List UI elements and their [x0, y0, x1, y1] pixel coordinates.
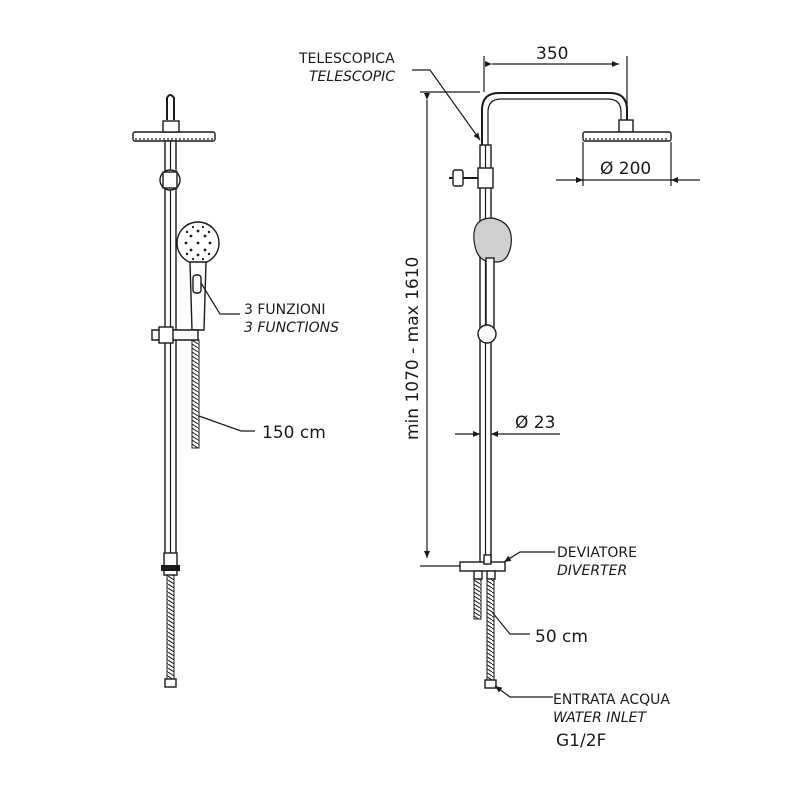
- side-diverter-knob: [483, 554, 492, 565]
- front-function-button: [192, 274, 202, 294]
- width-label: 350: [536, 44, 568, 64]
- front-hand-shower-handle: [189, 261, 207, 331]
- side-view: [449, 92, 672, 689]
- inlet-hose-leader: [491, 611, 530, 635]
- telescopic-label-en: TELESCOPIC: [309, 69, 395, 85]
- diverter-label-en: DIVERTER: [557, 563, 627, 579]
- side-inlet-hose: [486, 578, 495, 681]
- front-hand-hose: [191, 339, 200, 449]
- bar-diameter-label: Ø 23: [515, 413, 555, 433]
- inlet-hose-length-label: 50 cm: [535, 627, 588, 647]
- side-telescopic-knob: [452, 169, 464, 187]
- side-diverter-body: [459, 561, 506, 572]
- front-top-arm: [166, 94, 175, 120]
- side-telescopic-collar: [477, 167, 494, 189]
- water-inlet-thread-label: G1/2F: [556, 731, 606, 751]
- telescopic-label-it: TELESCOPICA: [298, 51, 395, 67]
- side-slide-holder: [477, 324, 497, 344]
- functions-label-it: 3 FUNZIONI: [244, 302, 325, 318]
- side-rain-head: [582, 131, 672, 142]
- diverter-leader: [503, 551, 555, 563]
- side-shower-arm: [481, 92, 628, 145]
- side-hand-shower-handle: [485, 257, 495, 335]
- water-inlet-label-en: WATER INLET: [553, 710, 648, 726]
- front-hand-shower-nozzles: [184, 225, 212, 261]
- side-hand-shower-head: [473, 217, 512, 263]
- water-inlet-leader: [494, 685, 553, 698]
- front-head-joint: [162, 120, 180, 133]
- hose-length-leader: [198, 415, 255, 432]
- height-range-label: min 1070 - max 1610: [403, 257, 423, 440]
- telescopic-leader: [412, 69, 481, 141]
- diverter-label-it: DEVIATORE: [557, 545, 637, 561]
- hose-length-label: 150 cm: [262, 423, 326, 443]
- front-view: [132, 94, 220, 688]
- side-head-joint: [618, 119, 634, 133]
- front-lower-bracket: [163, 552, 178, 576]
- side-inlet-nut: [484, 679, 497, 689]
- head-diameter-label: Ø 200: [600, 159, 651, 179]
- front-inlet-nut: [164, 678, 177, 688]
- front-rain-head: [132, 131, 216, 142]
- water-inlet-label-it: ENTRATA ACQUA: [553, 692, 670, 708]
- functions-leader: [200, 282, 240, 315]
- front-inlet-hose: [166, 574, 175, 680]
- side-short-hose: [473, 578, 482, 620]
- functions-label-en: 3 FUNCTIONS: [244, 320, 339, 336]
